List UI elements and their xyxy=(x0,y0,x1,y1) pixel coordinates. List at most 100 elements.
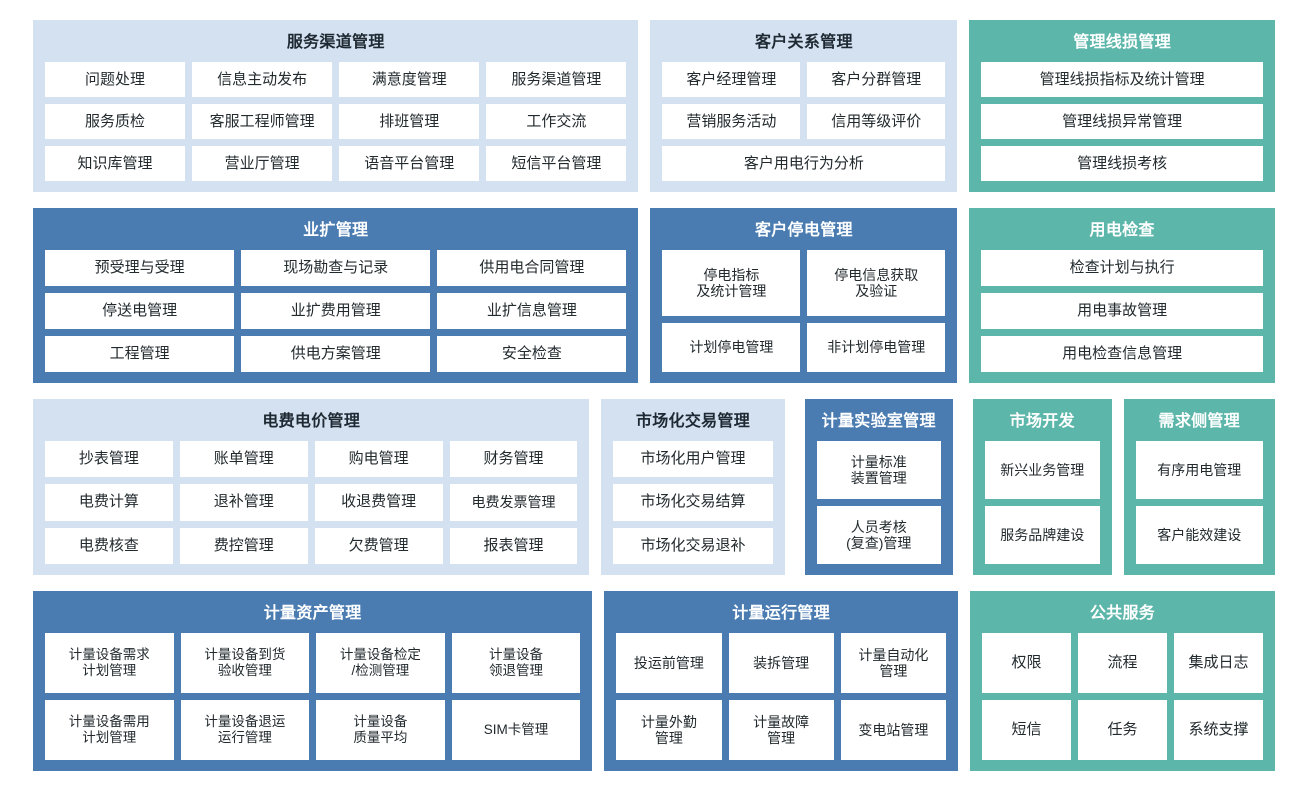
panel-title: 服务渠道管理 xyxy=(286,34,385,51)
tile[interactable]: 购电管理 xyxy=(314,441,443,478)
tile[interactable]: 非计划停电管理 xyxy=(807,322,946,372)
tile[interactable]: 检查计划与执行 xyxy=(981,250,1263,286)
panel-metering-operation-management: 计量运行管理 投运前管理 装拆管理 计量自动化 管理 计量外勤 管理 计量故障 … xyxy=(604,591,958,771)
panel-tile-grid: 问题处理 信息主动发布 满意度管理 服务渠道管理 服务质检 客服工程师管理 排班… xyxy=(45,62,627,181)
tile[interactable]: 计量设备 领退管理 xyxy=(451,633,581,693)
tile[interactable]: 安全检查 xyxy=(437,336,627,372)
tile[interactable]: 计量设备到货 验收管理 xyxy=(180,633,310,693)
tile[interactable]: 排班管理 xyxy=(339,104,480,139)
tile[interactable]: 收退费管理 xyxy=(314,484,443,521)
tile[interactable]: 新兴业务管理 xyxy=(984,441,1100,499)
panel-tile-grid: 检查计划与执行 用电事故管理 用电检查信息管理 xyxy=(981,250,1263,372)
tile[interactable]: 客户分群管理 xyxy=(807,62,946,97)
tile[interactable]: 服务渠道管理 xyxy=(486,62,627,97)
tile[interactable]: 用电检查信息管理 xyxy=(981,336,1263,372)
tile[interactable]: 停电指标 及统计管理 xyxy=(662,250,801,316)
panel-tile-grid: 计量设备需求 计划管理 计量设备到货 验收管理 计量设备检定 /检测管理 计量设… xyxy=(45,633,581,760)
tile[interactable]: 满意度管理 xyxy=(339,62,480,97)
tile[interactable]: 客户能效建设 xyxy=(1135,506,1263,564)
tile[interactable]: 信用等级评价 xyxy=(807,104,946,139)
panel-title: 市场开发 xyxy=(1009,413,1075,430)
tile[interactable]: 客户经理管理 xyxy=(662,62,801,97)
tile[interactable]: 市场化用户管理 xyxy=(613,441,773,478)
tile[interactable]: 有序用电管理 xyxy=(1135,441,1263,499)
tile[interactable]: 供电方案管理 xyxy=(241,336,431,372)
panel-title: 公共服务 xyxy=(1089,605,1156,622)
tile[interactable]: 问题处理 xyxy=(45,62,186,97)
tile[interactable]: 抄表管理 xyxy=(45,441,173,478)
tile[interactable]: 集成日志 xyxy=(1173,633,1263,693)
tile[interactable]: 计量标准 装置管理 xyxy=(816,441,941,499)
tile[interactable]: 权限 xyxy=(981,633,1071,693)
tile[interactable]: 流程 xyxy=(1077,633,1167,693)
tile[interactable]: 管理线损异常管理 xyxy=(981,104,1263,139)
tile[interactable]: 营销服务活动 xyxy=(662,104,801,139)
tile[interactable]: 账单管理 xyxy=(179,441,308,478)
tile[interactable]: 工作交流 xyxy=(486,104,627,139)
tile[interactable]: 计量设备退运 运行管理 xyxy=(180,700,310,760)
tile[interactable]: 管理线损考核 xyxy=(981,146,1263,181)
tile[interactable]: 计量设备检定 /检测管理 xyxy=(316,633,445,693)
tile[interactable]: 装拆管理 xyxy=(728,633,834,693)
tile[interactable]: 计量设备需求 计划管理 xyxy=(45,633,174,693)
panel-tile-grid: 管理线损指标及统计管理 管理线损异常管理 管理线损考核 xyxy=(981,62,1263,181)
tile[interactable]: 市场化交易退补 xyxy=(613,527,773,564)
panel-tile-grid: 客户经理管理 客户分群管理 营销服务活动 信用等级评价 客户用电行为分析 xyxy=(662,62,946,181)
tile[interactable]: 欠费管理 xyxy=(314,527,443,564)
panel-tile-grid: 市场化用户管理 市场化交易结算 市场化交易退补 xyxy=(613,441,773,564)
tile[interactable]: 计量自动化 管理 xyxy=(840,633,946,693)
tile[interactable]: 业扩费用管理 xyxy=(241,293,431,329)
tile[interactable]: 人员考核 (复查)管理 xyxy=(816,506,941,564)
tile[interactable]: 语音平台管理 xyxy=(339,146,480,181)
row-2: 业扩管理 预受理与受理 现场勘查与记录 供用电合同管理 停送电管理 业扩费用管理… xyxy=(33,208,1275,383)
panel-tile-grid: 新兴业务管理 服务品牌建设 xyxy=(984,441,1100,564)
panel-power-consumption-inspection: 用电检查 检查计划与执行 用电事故管理 用电检查信息管理 xyxy=(969,208,1275,383)
tile[interactable]: 报表管理 xyxy=(449,527,578,564)
panel-service-channel-management: 服务渠道管理 问题处理 信息主动发布 满意度管理 服务渠道管理 服务质检 客服工… xyxy=(33,20,639,192)
tile[interactable]: 服务质检 xyxy=(45,104,186,139)
tile[interactable]: 业扩信息管理 xyxy=(437,293,627,329)
panel-title: 计量运行管理 xyxy=(732,605,831,622)
tile[interactable]: 变电站管理 xyxy=(840,700,946,760)
panel-demand-side-management: 需求侧管理 有序用电管理 客户能效建设 xyxy=(1123,399,1275,575)
tile[interactable]: 计量设备需用 计划管理 xyxy=(45,700,174,760)
tile[interactable]: 服务品牌建设 xyxy=(984,506,1100,564)
tile[interactable]: 知识库管理 xyxy=(45,146,186,181)
panel-customer-outage-management: 客户停电管理 停电指标 及统计管理 停电信息获取 及验证 计划停电管理 非计划停… xyxy=(650,208,958,383)
panel-metering-asset-management: 计量资产管理 计量设备需求 计划管理 计量设备到货 验收管理 计量设备检定 /检… xyxy=(33,591,593,771)
tile[interactable]: 计量设备 质量平均 xyxy=(316,700,445,760)
tile[interactable]: 系统支撑 xyxy=(1173,700,1263,760)
tile[interactable]: 信息主动发布 xyxy=(192,62,333,97)
tile[interactable]: 供用电合同管理 xyxy=(437,250,627,286)
panel-title: 管理线损管理 xyxy=(1073,34,1172,51)
tile[interactable]: 管理线损指标及统计管理 xyxy=(981,62,1263,97)
tile[interactable]: 计量故障 管理 xyxy=(728,700,834,760)
panel-title: 需求侧管理 xyxy=(1158,413,1241,430)
tile[interactable]: 工程管理 xyxy=(45,336,235,372)
tile[interactable]: SIM卡管理 xyxy=(451,700,581,760)
tile[interactable]: 退补管理 xyxy=(179,484,308,521)
tile[interactable]: 计量外勤 管理 xyxy=(616,700,722,760)
tile[interactable]: 任务 xyxy=(1077,700,1167,760)
tile[interactable]: 市场化交易结算 xyxy=(613,484,773,521)
tile[interactable]: 电费核查 xyxy=(45,527,173,564)
tile[interactable]: 用电事故管理 xyxy=(981,293,1263,329)
tile[interactable]: 财务管理 xyxy=(449,441,578,478)
tile[interactable]: 营业厅管理 xyxy=(192,146,333,181)
tile[interactable]: 短信 xyxy=(981,700,1071,760)
panel-title: 客户停电管理 xyxy=(754,222,853,239)
tile[interactable]: 电费计算 xyxy=(45,484,173,521)
tile[interactable]: 预受理与受理 xyxy=(45,250,235,286)
tile[interactable]: 现场勘查与记录 xyxy=(241,250,431,286)
tile[interactable]: 计划停电管理 xyxy=(662,322,801,372)
tile[interactable]: 客户用电行为分析 xyxy=(662,146,946,181)
panel-title: 客户关系管理 xyxy=(754,34,853,51)
tile[interactable]: 停电信息获取 及验证 xyxy=(807,250,946,316)
tile[interactable]: 费控管理 xyxy=(179,527,308,564)
tile[interactable]: 停送电管理 xyxy=(45,293,235,329)
tile[interactable]: 客服工程师管理 xyxy=(192,104,333,139)
tile[interactable]: 短信平台管理 xyxy=(486,146,627,181)
tile[interactable]: 投运前管理 xyxy=(616,633,722,693)
tile[interactable]: 电费发票管理 xyxy=(449,484,578,521)
